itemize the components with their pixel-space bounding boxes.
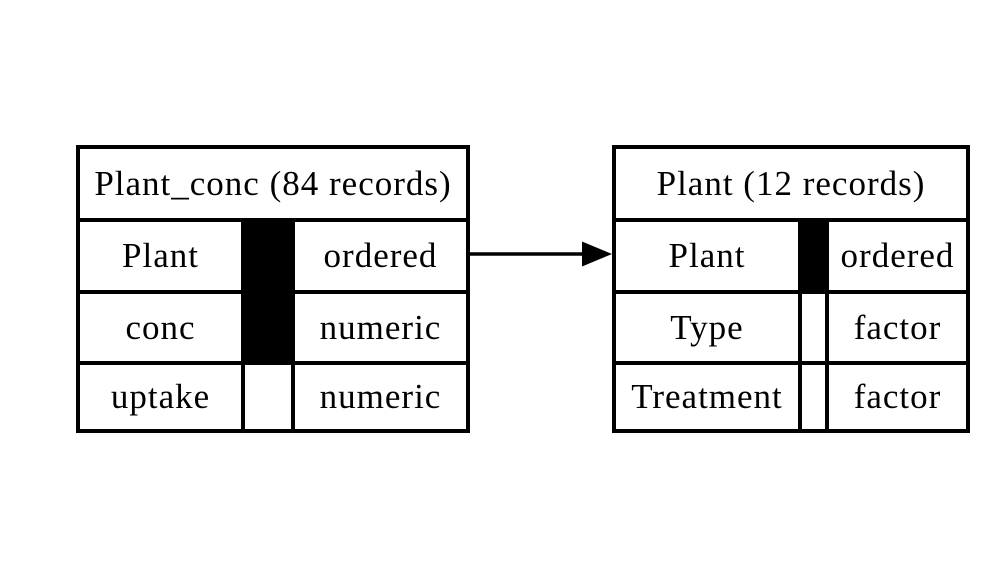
column-type-cell: factor <box>829 290 966 361</box>
column-type-cell: factor <box>829 361 966 429</box>
key-indicator-cell <box>802 218 829 290</box>
column-name-cell: Type <box>616 290 802 361</box>
table-title: Plant (12 records) <box>656 163 926 203</box>
column-name-cell: Plant <box>616 218 802 290</box>
column-name-cell: uptake <box>80 361 245 429</box>
table-node-plant-conc: Plant_conc (84 records) Plant ordered co… <box>76 145 470 433</box>
relation-arrowhead-icon <box>582 241 612 267</box>
key-indicator-cell <box>802 361 829 429</box>
column-name-cell: Plant <box>80 218 245 290</box>
key-indicator-cell <box>245 218 295 290</box>
key-indicator-cell <box>245 290 295 361</box>
table-title: Plant_conc (84 records) <box>94 163 452 203</box>
relation-arrow <box>466 241 612 267</box>
table-node-plant: Plant (12 records) Plant ordered Type fa… <box>612 145 970 433</box>
column-type-cell: ordered <box>829 218 966 290</box>
column-name-cell: Treatment <box>616 361 802 429</box>
column-type-cell: numeric <box>295 361 466 429</box>
key-indicator-cell <box>802 290 829 361</box>
column-name-cell: conc <box>80 290 245 361</box>
key-indicator-cell <box>245 361 295 429</box>
column-type-cell: ordered <box>295 218 466 290</box>
column-type-cell: numeric <box>295 290 466 361</box>
